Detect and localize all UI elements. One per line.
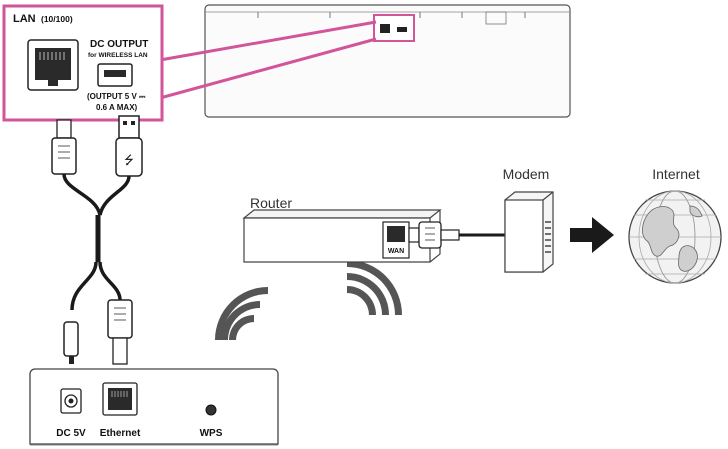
ethernet-plug-bottom (107, 299, 133, 339)
ethernet-port-label: Ethernet (100, 428, 141, 439)
wps-label: WPS (200, 428, 223, 439)
arrow-right-icon (570, 217, 614, 253)
ethernet-plug-top (51, 137, 77, 175)
lan-label: LAN (13, 13, 36, 25)
lan-speed: (10/100) (41, 14, 73, 24)
callout-zoom-lines (159, 20, 377, 100)
receiver-rear-panel (204, 4, 571, 118)
modem-label: Modem (503, 166, 550, 182)
internet-label: Internet (652, 166, 700, 182)
wifi-signal-icon-router (347, 260, 402, 315)
modem: Modem (503, 166, 554, 273)
router-label: Router (250, 195, 292, 211)
internet-globe: Internet (628, 166, 722, 284)
router-modem-cable (408, 221, 505, 249)
wps-button (205, 404, 217, 416)
dc-port-label: DC 5V (56, 428, 86, 439)
wireless-lan-adapter: DC 5V Ethernet WPS (29, 368, 279, 446)
dc-plug (63, 321, 79, 357)
router: Router WAN (242, 195, 442, 263)
wifi-signal-icon-adapter (215, 287, 268, 340)
usb-symbol-icon: ⭍ (124, 153, 134, 167)
callout-box: LAN (10/100) DC OUTPUT for WIRELESS LAN … (2, 4, 164, 122)
y-cable: ⭍ (51, 115, 143, 365)
wan-label: WAN (388, 248, 404, 255)
dc-output-subtitle: for WIRELESS LAN (88, 52, 148, 59)
output-spec-line1: (OUTPUT 5 V ⎓ (87, 92, 146, 101)
output-spec-line2: 0.6 A MAX) (96, 103, 138, 112)
usb-plug (118, 115, 140, 139)
dc-output-title: DC OUTPUT (90, 39, 148, 50)
